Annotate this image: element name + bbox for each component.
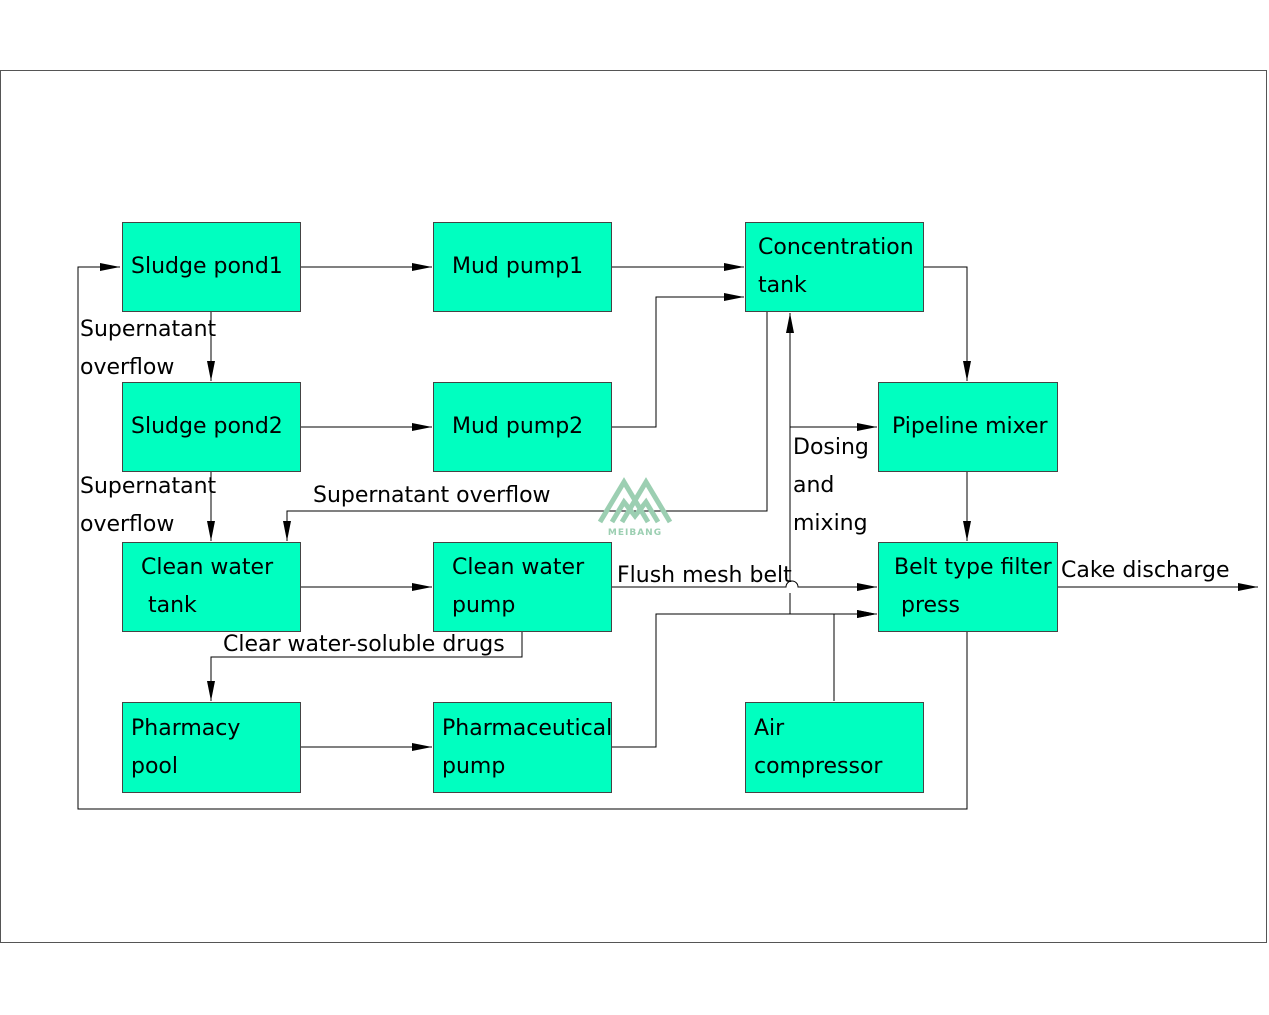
svg-text:MEIBANG: MEIBANG <box>608 528 662 538</box>
node-pharmaceutical-pump: Pharmaceutical pump <box>433 702 612 793</box>
edge-concentration-to-mixer <box>922 266 971 381</box>
edge-pharmpump-to-filterpress <box>611 610 877 748</box>
edge-mudpump2-to-concentration <box>611 293 744 428</box>
meibang-logo: MEIBANG <box>597 477 673 538</box>
edge-filterpress-return-to-pond1 <box>77 263 968 810</box>
node-label: Pharmacy pool <box>131 715 241 779</box>
edge-aircompressor-to-filterpress <box>833 610 877 701</box>
node-label: Sludge pond1 <box>131 254 283 279</box>
node-label: Mud pump1 <box>452 254 584 279</box>
node-belt-filter-press: Belt type filter press <box>878 542 1058 632</box>
label-flush-mesh-belt: Flush mesh belt <box>617 563 792 588</box>
node-air-compressor: Air compressor <box>745 702 924 793</box>
node-sludge-pond1: Sludge pond1 <box>122 222 301 312</box>
node-mud-pump1: Mud pump1 <box>433 222 612 312</box>
node-label: Clean water tank <box>141 555 274 618</box>
label-dosing-and-mixing: Dosing and mixing <box>793 435 869 536</box>
node-label: Sludge pond2 <box>131 414 283 439</box>
label-supernatant-overflow-3: Supernatant overflow <box>313 483 551 508</box>
node-label: Belt type filter press <box>894 555 1052 618</box>
node-sludge-pond2: Sludge pond2 <box>122 382 301 472</box>
diagram-frame <box>0 70 1267 943</box>
node-label: Pharmaceutical pump <box>442 715 613 779</box>
node-label: Pipeline mixer <box>892 414 1048 439</box>
node-clean-water-tank: Clean water tank <box>122 542 301 632</box>
node-label: Mud pump2 <box>452 414 584 439</box>
node-label: Clean water pump <box>452 555 585 618</box>
edge-concentration-to-cleantank <box>283 311 768 541</box>
label-clear-water-soluble-drugs: Clear water-soluble drugs <box>223 632 505 657</box>
node-concentration-tank: Concentration tank <box>745 222 924 312</box>
edge-cleanpump-to-pharmacy <box>207 631 523 701</box>
label-supernatant-overflow-2: Supernatant overflow <box>80 474 217 537</box>
edge-flush-mesh-belt <box>611 580 877 591</box>
node-label: Air compressor <box>754 715 883 779</box>
label-cake-discharge: Cake discharge <box>1061 558 1230 583</box>
node-pipeline-mixer: Pipeline mixer <box>878 382 1058 472</box>
node-label: Concentration tank <box>758 235 914 298</box>
label-supernatant-overflow-1: Supernatant overflow <box>80 317 217 380</box>
node-mud-pump2: Mud pump2 <box>433 382 612 472</box>
node-clean-water-pump: Clean water pump <box>433 542 612 632</box>
node-pharmacy-pool: Pharmacy pool <box>122 702 301 793</box>
